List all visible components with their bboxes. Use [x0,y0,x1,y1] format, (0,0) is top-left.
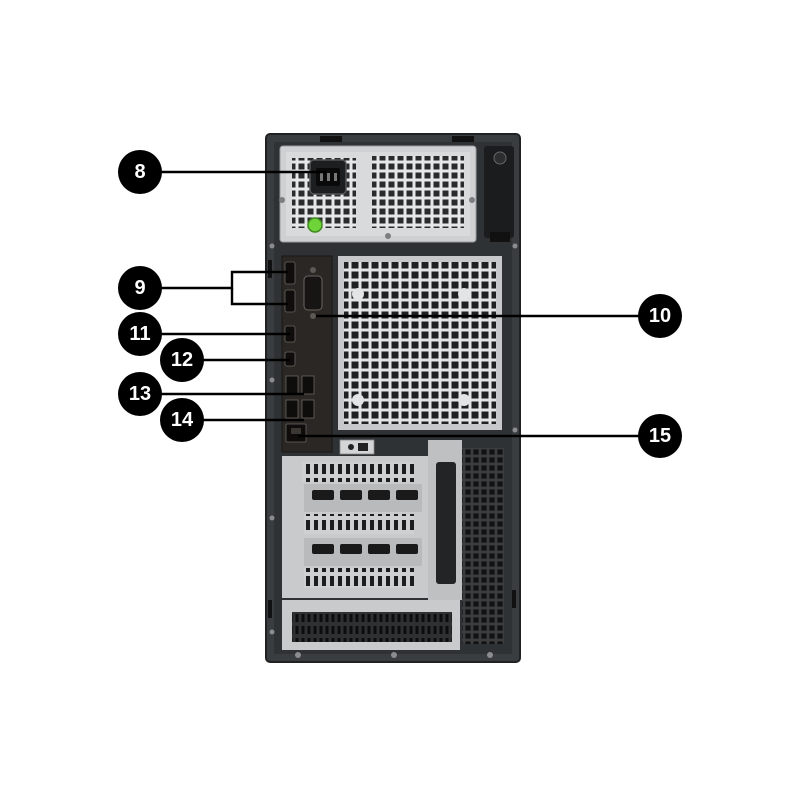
usb-ports-audio [284,261,296,313]
callout-9: 9 [118,266,162,310]
power-connector-port [309,159,347,195]
side-release-latch [428,440,462,600]
callout-13: 13 [118,372,162,416]
serial-port [303,267,323,319]
leader-line-9 [158,270,288,290]
callout-10: 10 [638,294,682,338]
rear-fan-grille [338,256,502,430]
callout-8: 8 [118,150,162,194]
callout-12: 12 [160,338,204,382]
callout-14: 14 [160,398,204,442]
leader-lines [158,170,640,438]
callout-15-label: 15 [649,425,671,447]
callout-15: 15 [638,414,682,458]
callout-14-label: 14 [171,409,194,431]
bottom-vent [282,600,460,650]
callout-13-label: 13 [129,383,151,405]
callout-10-label: 10 [649,305,671,327]
side-vent-grille [462,448,504,644]
leader-line-9b [230,288,288,306]
callout-8-label: 8 [134,161,145,183]
callout-11-label: 11 [129,323,150,345]
padlock-ring [484,146,514,242]
usb-ports-bottom [285,399,315,419]
power-supply-diagnostic-led [307,217,323,233]
expansion-bay [282,456,428,598]
callout-12-label: 12 [171,349,193,371]
callout-11: 11 [118,312,162,356]
usb-ports-top [285,375,315,395]
security-cable-slot [339,439,375,455]
ethernet-port [285,423,307,443]
graphics-card-ports [304,484,422,566]
callout-9-label: 9 [134,277,145,299]
